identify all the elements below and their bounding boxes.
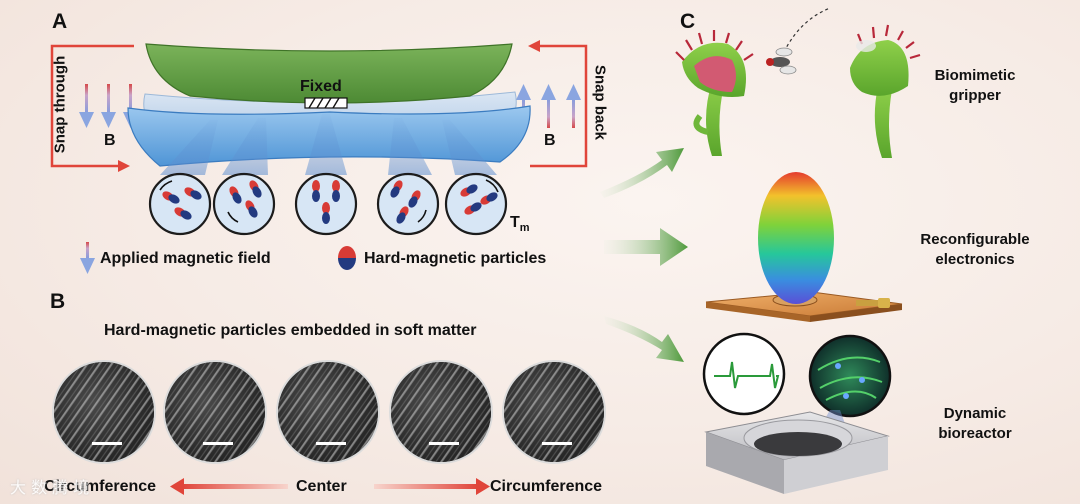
snap-through-arrow	[50, 44, 134, 172]
snap-back-arrow	[528, 40, 588, 168]
panel-label-b: B	[50, 290, 66, 313]
panel-b-title: Hard-magnetic particles embedded in soft…	[104, 322, 477, 339]
field-b-right: B	[544, 132, 556, 149]
legend-applied-field: Applied magnetic field	[100, 250, 271, 267]
particle-circle-3	[294, 172, 358, 236]
magnetic-field-legend-icon	[80, 242, 95, 274]
panel-label-c: C	[680, 10, 696, 33]
panel-label-a: A	[52, 10, 68, 33]
center-to-right-arrow	[374, 478, 490, 495]
bioreactor-icon	[702, 332, 892, 494]
flow-arrow-top	[600, 148, 684, 198]
circumference-left-label: Circumference	[44, 478, 157, 495]
particle-circle-5	[444, 172, 508, 236]
particle-circle-1	[148, 172, 212, 236]
fixed-label: Fixed	[300, 78, 342, 95]
fixed-clamp	[304, 97, 348, 109]
field-b-left: B	[104, 132, 116, 149]
center-to-left-arrow	[170, 478, 288, 495]
field-arrows-up	[516, 84, 581, 128]
flow-arrow-bottom	[604, 316, 684, 362]
green-membrane	[145, 43, 513, 104]
fly-icon	[766, 7, 831, 75]
watermark: 大 数 腾 境	[10, 478, 90, 497]
sem-image-3	[276, 360, 380, 464]
center-label: Center	[296, 478, 347, 495]
antenna-radiation-pattern-icon	[705, 172, 903, 322]
legend-particles: Hard-magnetic particles	[364, 250, 547, 267]
snap-back-label: Snap back	[591, 64, 609, 141]
circumference-right-label: Circumference	[490, 478, 603, 495]
sem-image-1	[52, 360, 156, 464]
sem-image-5	[502, 360, 606, 464]
sem-image-4	[389, 360, 493, 464]
particle-legend-icon	[338, 246, 356, 270]
particle-circle-4	[376, 172, 440, 236]
venus-flytrap-open-icon	[675, 30, 754, 156]
particle-circle-2	[212, 172, 276, 236]
tm-label: Tm	[510, 214, 530, 235]
snap-through-label: Snap through	[51, 55, 69, 154]
venus-flytrap-closed-icon	[850, 24, 921, 158]
zoom-cones	[160, 114, 497, 175]
sem-image-2	[163, 360, 267, 464]
flow-arrow-middle	[604, 228, 688, 266]
